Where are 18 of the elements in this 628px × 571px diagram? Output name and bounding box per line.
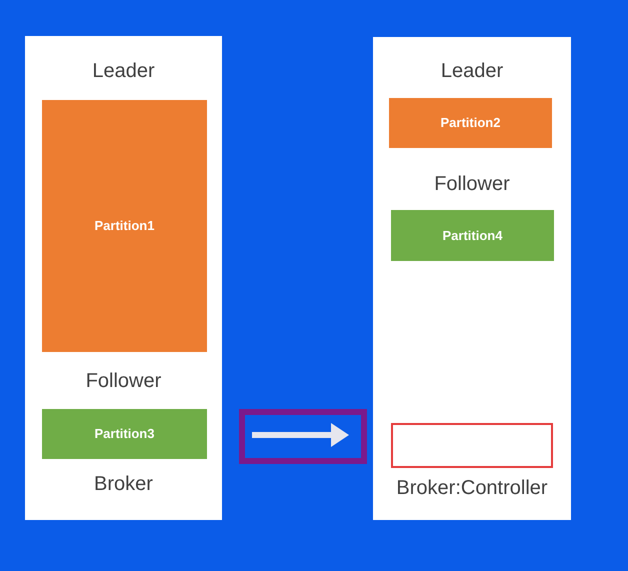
empty-box: [391, 423, 553, 468]
partition-label: Partition1: [94, 217, 154, 236]
panel-label: Broker: [93, 472, 154, 496]
arrow: [252, 423, 349, 447]
partition-block: [389, 98, 552, 148]
panel-label: Broker:Controller: [395, 476, 549, 500]
panel-label: Leader: [440, 59, 504, 83]
partition-block: [42, 100, 207, 352]
partition-label: Partition4: [442, 226, 502, 245]
panel-label: Follower: [84, 369, 162, 393]
partition-label: Partition3: [94, 425, 154, 444]
partition-label: Partition2: [440, 114, 500, 132]
panel-label: Follower: [433, 172, 511, 196]
broker-panel: [373, 37, 571, 520]
partition-block: [391, 210, 554, 261]
partition-block: [42, 409, 207, 459]
panel-label: Leader: [91, 59, 156, 83]
broker-panel: [25, 36, 222, 520]
